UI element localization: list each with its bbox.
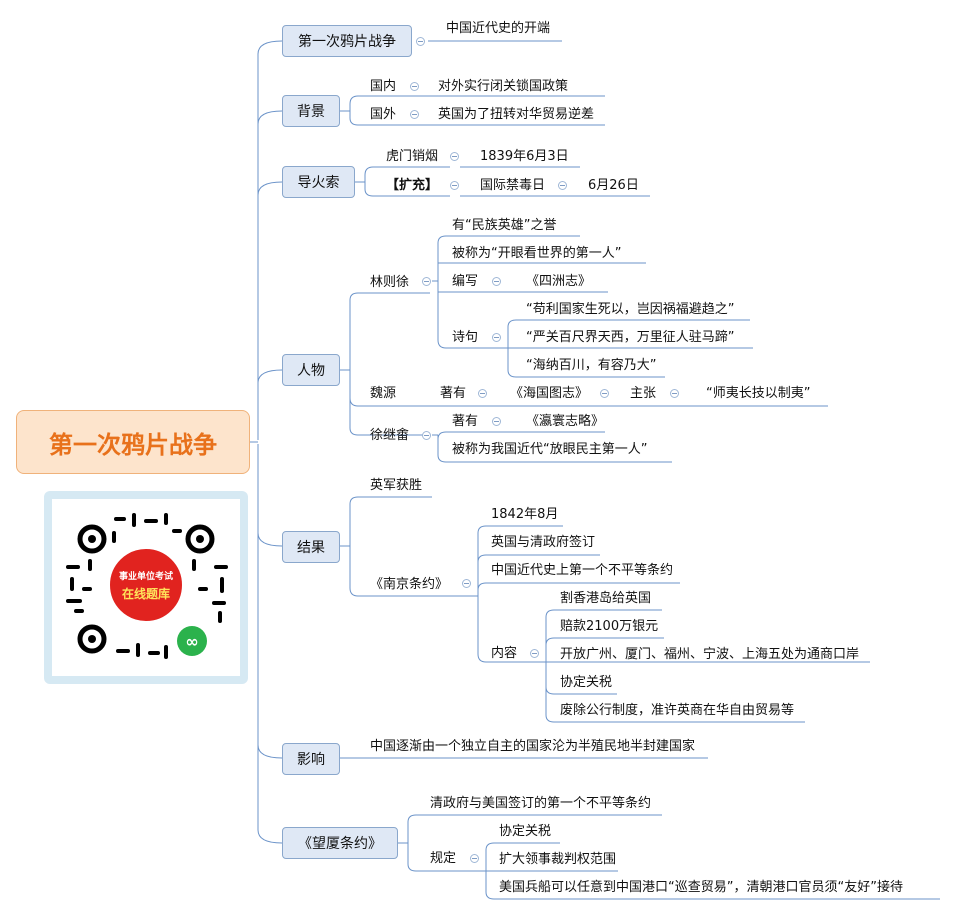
content-item: 割香港岛给英国 [560, 591, 652, 606]
impact-text: 中国逐渐由一个独立自主的国家沦为半殖民地半封建国家 [370, 739, 696, 754]
collapse-toggle-icon[interactable] [670, 389, 679, 398]
xu-book: 《瀛寰志略》 [526, 414, 605, 429]
collapse-toggle-icon[interactable] [530, 649, 539, 658]
b2-domestic-label: 国内 [370, 79, 397, 94]
rule-item: 扩大领事裁判权范围 [499, 852, 617, 867]
b3-extra-label: 【扩充】 [386, 178, 439, 193]
person-lin-zexu: 林则徐 [370, 275, 410, 290]
b2-foreign-value: 英国为了扭转对华贸易逆差 [438, 107, 595, 122]
qr-code-panel: 事业单位考试 在线题库 ∞ [44, 491, 248, 684]
wangxia-first: 清政府与美国签订的第一个不平等条约 [430, 796, 652, 811]
rule-item: 美国兵船可以任意到中国港口“巡查贸易”，清朝港口官员须“友好”接待 [499, 880, 903, 895]
content-item: 协定关税 [560, 675, 613, 690]
wei-claim-label: 主张 [630, 386, 657, 401]
collapse-toggle-icon[interactable] [410, 82, 419, 91]
result-british-win: 英军获胜 [370, 478, 423, 493]
lin-item-hero: 有“民族英雄”之誉 [452, 218, 557, 233]
treaty-nanjing: 《南京条约》 [370, 577, 449, 592]
collapse-toggle-icon[interactable] [462, 579, 471, 588]
xu-has-label: 著有 [452, 414, 479, 429]
collapse-toggle-icon[interactable] [450, 181, 459, 190]
b3-drug-day-date: 6月26日 [588, 178, 639, 193]
nanjing-signed: 英国与清政府签订 [491, 535, 596, 550]
nanjing-first: 中国近代史上第一个不平等条约 [491, 563, 674, 578]
collapse-toggle-icon[interactable] [422, 277, 431, 286]
root-topic[interactable]: 第一次鸦片战争 [16, 410, 250, 474]
qr-pattern [66, 513, 228, 659]
branch-background[interactable]: 背景 [282, 95, 340, 127]
lin-book: 《四洲志》 [526, 274, 592, 289]
qr-badge-line2: 在线题库 [121, 586, 170, 601]
branch-results[interactable]: 结果 [282, 531, 340, 563]
wei-has-label: 著有 [440, 386, 467, 401]
b2-foreign-label: 国外 [370, 107, 397, 122]
branch-first-opium-war[interactable]: 第一次鸦片战争 [282, 25, 412, 57]
content-item: 废除公行制度，准许英商在华自由贸易等 [560, 703, 795, 718]
collapse-toggle-icon[interactable] [410, 110, 419, 119]
b3-drug-day: 国际禁毒日 [480, 178, 546, 193]
person-xu-jiyu: 徐继畬 [370, 428, 410, 443]
collapse-toggle-icon[interactable] [492, 333, 501, 342]
lin-item-first: 被称为“开眼看世界的第一人” [452, 246, 622, 261]
lin-poem-label: 诗句 [452, 330, 479, 345]
qr-center-badge: 事业单位考试 在线题库 [107, 546, 185, 624]
collapse-toggle-icon[interactable] [470, 854, 479, 863]
wangxia-rule-label: 规定 [430, 851, 457, 866]
b2-domestic-value: 对外实行闭关锁国政策 [438, 79, 569, 94]
person-wei-yuan: 魏源 [370, 386, 397, 401]
collapse-toggle-icon[interactable] [450, 152, 459, 161]
nanjing-content-label: 内容 [491, 646, 518, 661]
collapse-toggle-icon[interactable] [416, 37, 425, 46]
lin-write-label: 编写 [452, 274, 479, 289]
rule-item: 协定关税 [499, 824, 552, 839]
branch-trigger[interactable]: 导火索 [282, 166, 355, 198]
b3-humen-date: 1839年6月3日 [480, 149, 569, 164]
wei-idea: “师夷长技以制夷” [706, 386, 811, 401]
wei-book: 《海国图志》 [510, 386, 589, 401]
content-item: 开放广州、厦门、福州、宁波、上海五处为通商口岸 [560, 647, 860, 662]
branch-persons[interactable]: 人物 [282, 354, 340, 386]
branch-impact[interactable]: 影响 [282, 743, 340, 775]
collapse-toggle-icon[interactable] [478, 389, 487, 398]
qr-code: 事业单位考试 在线题库 ∞ [52, 499, 240, 676]
xu-title: 被称为我国近代“放眼民主第一人” [452, 442, 648, 457]
collapse-toggle-icon[interactable] [492, 417, 501, 426]
collapse-toggle-icon[interactable] [422, 431, 431, 440]
qr-badge-line1: 事业单位考试 [118, 571, 173, 582]
collapse-toggle-icon[interactable] [558, 181, 567, 190]
b1-note: 中国近代史的开端 [446, 21, 551, 36]
mini-program-icon: ∞ [177, 626, 207, 656]
lin-poem-1: “苟利国家生死以，岂因祸福避趋之” [526, 302, 735, 317]
lin-poem-3: “海纳百川，有容乃大” [526, 358, 657, 373]
content-item: 赔款2100万银元 [560, 619, 659, 634]
collapse-toggle-icon[interactable] [600, 389, 609, 398]
nanjing-date: 1842年8月 [491, 507, 559, 522]
collapse-toggle-icon[interactable] [492, 277, 501, 286]
branch-wangxia-treaty[interactable]: 《望厦条约》 [282, 827, 398, 859]
b3-humen-label: 虎门销烟 [386, 149, 439, 164]
lin-poem-2: “严关百尺界天西，万里征人驻马蹄” [526, 330, 735, 345]
